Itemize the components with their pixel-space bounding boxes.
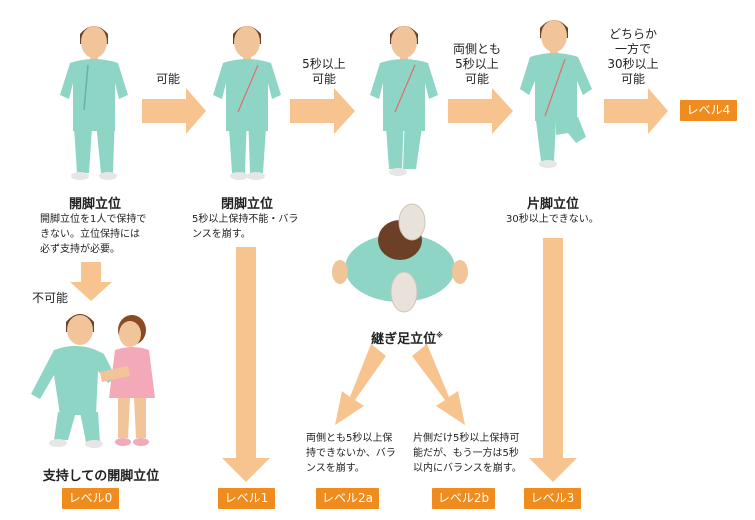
label-both-line1: 両側とも [452,42,501,56]
label-either-line2: 一方で [614,42,651,56]
desc-open-stance: 開脚立位を1人で保持で きない。立位保持には 必ず支持が必要。 [40,212,160,257]
label-five-sec-line1: 5秒以上 [302,57,346,71]
desc-closed-line1: 5秒以上保持不能・バラ [192,214,299,225]
figure-tandem-top-view [332,203,468,313]
arrow-single-to-level4 [604,88,668,134]
figure-tandem-front [370,26,438,176]
title-tandem-mark: ※ [436,331,443,340]
desc-single-leg: 30秒以上できない。 [506,212,616,227]
badge-level2b: レベル2b [432,488,495,509]
desc-single-line1: 30秒以上できない。 [506,214,599,225]
desc-level2a-line2: 持できないか、バラ [306,448,396,459]
desc-closed-line2: ンスを崩す。 [192,229,251,240]
desc-level2b-line1: 片側だけ5秒以上保持可 [413,433,520,444]
arrow-closed-to-level1 [222,247,270,482]
desc-level2b: 片側だけ5秒以上保持可 能だが、もう一方は5秒 以内にバランスを崩す。 [413,431,538,476]
label-five-sec-possible: 5秒以上 可能 [296,57,352,87]
label-either-line1: どちらか [608,27,657,41]
badge-level2a: レベル2a [316,488,379,509]
arrow-tandem-to-single [448,88,513,134]
desc-open-line1: 開脚立位を1人で保持で [40,214,147,225]
badge-level3: レベル3 [524,488,581,509]
arrow-open-to-closed [142,88,206,134]
arrow-closed-to-tandem [290,88,355,134]
title-open-stance: 開脚立位 [68,197,121,212]
label-either-thirty-sec: どちらか 一方で 30秒以上 可能 [598,27,668,87]
desc-open-line3: 必ず支持が必要。 [40,244,120,255]
label-both-line3: 可能 [464,72,489,86]
label-either-line4: 可能 [620,72,645,86]
title-supported-stance: 支持しての開脚立位 [42,469,160,484]
figure-supported-stance [31,314,155,448]
desc-level2a-line1: 両側とも5秒以上保 [306,433,393,444]
badge-level1: レベル1 [218,488,275,509]
desc-level2a-line3: ンスを崩す。 [306,463,365,474]
badge-level4: レベル4 [680,100,737,121]
arrow-tandem-to-level2b [412,344,465,425]
label-both-five-sec: 両側とも 5秒以上 可能 [448,42,506,87]
label-five-sec-line2: 可能 [311,72,336,86]
title-single-leg: 片脚立位 [526,197,579,212]
arrow-open-down [70,262,112,301]
desc-level2b-line2: 能だが、もう一方は5秒 [413,448,519,459]
badge-level0: レベル0 [62,488,119,509]
desc-open-line2: きない。立位保持には [40,229,140,240]
arrow-single-to-level3 [529,238,577,482]
figure-closed-stance [213,26,281,180]
desc-level2b-line3: 以内にバランスを崩す。 [413,463,522,474]
label-either-line3: 30秒以上 [607,57,659,71]
arrow-tandem-to-level2a [335,344,386,425]
label-both-line2: 5秒以上 [455,57,499,71]
figure-single-leg [520,20,592,168]
label-impossible: 不可能 [31,291,68,305]
title-tandem-text: 継ぎ足立位 [371,332,437,347]
label-possible: 可能 [155,72,180,86]
desc-closed-stance: 5秒以上保持不能・バラ ンスを崩す。 [192,212,317,242]
figure-open-stance [60,26,128,180]
desc-level2a: 両側とも5秒以上保 持できないか、バラ ンスを崩す。 [306,431,416,476]
title-tandem: 継ぎ足立位※ [362,328,452,347]
title-closed-stance: 閉脚立位 [220,197,273,212]
